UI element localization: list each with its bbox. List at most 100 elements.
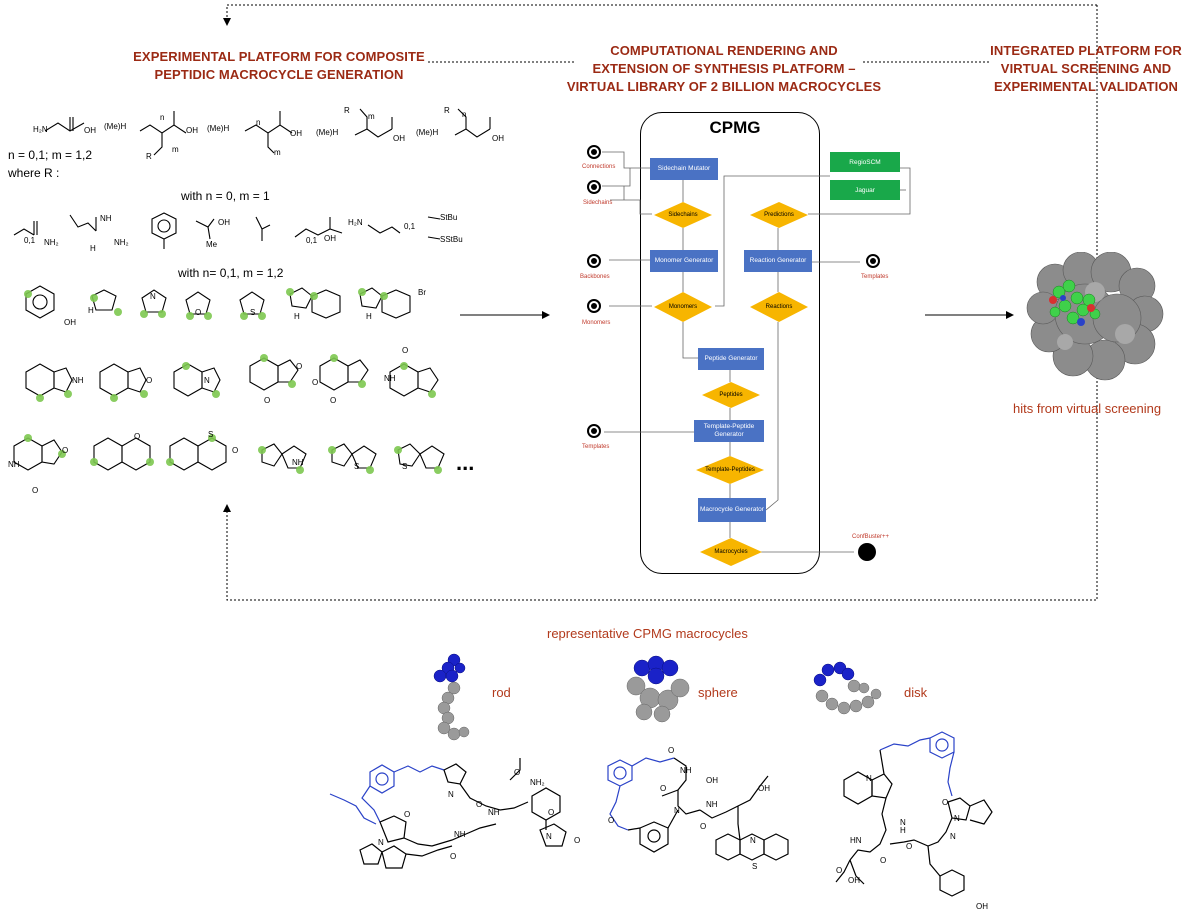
backbones-input bbox=[587, 254, 601, 268]
more-ellipsis: ... bbox=[456, 450, 475, 475]
label-r: R bbox=[146, 152, 152, 161]
label-n: N bbox=[900, 818, 906, 827]
label-nh: NH bbox=[454, 830, 466, 839]
label-h2n: H₂N bbox=[348, 218, 363, 227]
backbones-label: Backbones bbox=[580, 274, 610, 280]
monomers-label: Monomers bbox=[582, 320, 611, 326]
disk-conformer-image bbox=[813, 661, 882, 715]
macrocycle-generator-node: Macrocycle Generator bbox=[698, 498, 766, 522]
label-m: m bbox=[172, 145, 179, 154]
label-sub01: 0,1 bbox=[24, 236, 36, 245]
label-h: H bbox=[294, 312, 300, 321]
jaguar-node: Jaguar bbox=[830, 180, 900, 200]
macrocycles-node-label: Macrocycles bbox=[714, 549, 748, 555]
label-n: n bbox=[160, 113, 165, 122]
rod-conformer-image bbox=[433, 653, 470, 741]
cpmg-container bbox=[640, 112, 820, 574]
label-meh: (Me)H bbox=[416, 128, 439, 137]
template-peptides-node-label: Template-Peptides bbox=[705, 467, 755, 473]
label-m: m bbox=[274, 148, 281, 157]
label-nh: NH bbox=[8, 460, 20, 469]
label-oh: OH bbox=[706, 776, 718, 785]
label-n: N bbox=[378, 838, 384, 847]
protein-surface-image bbox=[1026, 252, 1164, 381]
label-oh: OH bbox=[393, 134, 405, 143]
header-experimental-platform: EXPERIMENTAL PLATFORM FOR COMPOSITE PEPT… bbox=[118, 48, 440, 84]
label-o: O bbox=[296, 362, 303, 371]
nm-condition: n = 0,1; m = 1,2 bbox=[8, 148, 93, 162]
label-nh: NH bbox=[680, 766, 692, 775]
label-s: S bbox=[354, 462, 360, 471]
label-nh: NH bbox=[100, 214, 112, 223]
label-m: m bbox=[368, 112, 375, 121]
label-nh2: NH₂ bbox=[114, 238, 129, 247]
attachment-highlights bbox=[24, 288, 442, 474]
label-oh: OH bbox=[64, 318, 76, 327]
sidechains-node-label: Sidechains bbox=[668, 212, 698, 218]
rod-macrocycle-structure bbox=[329, 758, 567, 869]
label-o: O bbox=[134, 432, 141, 441]
label-n: N bbox=[546, 832, 552, 841]
with-condition-2: with n= 0,1, m = 1,2 bbox=[178, 266, 284, 280]
label-nh: H bbox=[88, 306, 94, 315]
reactions-node: Reactions bbox=[750, 292, 808, 322]
label-oh: OH bbox=[84, 126, 96, 135]
label-br: Br bbox=[418, 288, 426, 297]
label-o: O bbox=[195, 308, 202, 317]
label-sstbu: SStBu bbox=[440, 235, 463, 244]
label-h: H bbox=[90, 244, 96, 253]
sphere-conformer-image bbox=[626, 655, 690, 723]
header-line: COMPUTATIONAL RENDERING AND bbox=[610, 43, 838, 58]
label-ho: OH bbox=[976, 902, 988, 911]
label-s: S bbox=[402, 462, 408, 471]
label-s: S bbox=[208, 430, 214, 439]
label-nh: NH bbox=[488, 808, 500, 817]
templates-label-right: Templates bbox=[861, 274, 889, 280]
template-peptides-node: Template-Peptides bbox=[696, 456, 764, 484]
monomers-input bbox=[587, 299, 601, 313]
macrocycles-caption: representative CPMG macrocycles bbox=[547, 626, 748, 641]
monomers-node-label: Monomers bbox=[668, 304, 698, 310]
sidechains-input bbox=[587, 180, 601, 194]
label-n: N bbox=[150, 292, 156, 301]
label-stbu: StBu bbox=[440, 213, 458, 222]
with-condition-1: with n = 0, m = 1 bbox=[181, 189, 270, 203]
header-integrated-platform: INTEGRATED PLATFORM FOR VIRTUAL SCREENIN… bbox=[988, 42, 1182, 96]
screening-caption: hits from virtual screening bbox=[1013, 401, 1162, 416]
cpmg-title: CPMG bbox=[709, 118, 761, 137]
shape-label-rod: rod bbox=[492, 685, 511, 700]
where-r: where R : bbox=[8, 166, 60, 180]
shape-label-disk: disk bbox=[904, 685, 928, 700]
label-o: O bbox=[548, 808, 555, 817]
sphere-macrocycle-structure bbox=[607, 757, 789, 861]
label-hn: HN bbox=[850, 836, 862, 845]
label-o: O bbox=[942, 798, 949, 807]
header-line: EXPERIMENTAL VALIDATION bbox=[993, 79, 1179, 94]
backbone-structures bbox=[44, 108, 491, 156]
label-n: N bbox=[674, 806, 680, 815]
label-nh2: NH₂ bbox=[44, 238, 59, 247]
label-n: N bbox=[866, 774, 872, 783]
header-line: EXTENSION OF SYNTHESIS PLATFORM – bbox=[592, 61, 856, 76]
templates-label-left: Templates bbox=[582, 444, 610, 450]
label-nh: NH bbox=[292, 458, 304, 467]
connections-label: Connections bbox=[582, 164, 616, 170]
label-o: O bbox=[880, 856, 887, 865]
label-oh: OH bbox=[290, 129, 302, 138]
label-o: O bbox=[232, 446, 239, 455]
regioscm-node: RegioSCM bbox=[830, 152, 900, 172]
label-oh: OH bbox=[186, 126, 198, 135]
label-me: Me bbox=[206, 240, 218, 249]
reaction-generator-node: Reaction Generator bbox=[744, 250, 812, 272]
label-meh: (Me)H bbox=[316, 128, 339, 137]
label-n: N bbox=[950, 832, 956, 841]
sidechains-label: Sidechains bbox=[583, 200, 613, 206]
label-oh: OH bbox=[758, 784, 770, 793]
header-line: PEPTIDIC MACROCYCLE GENERATION bbox=[154, 67, 404, 82]
label-o: O bbox=[514, 768, 521, 777]
label-oh: OH bbox=[324, 234, 336, 243]
label-o: O bbox=[404, 810, 411, 819]
label-o: O bbox=[608, 816, 615, 825]
label-o: O bbox=[330, 396, 337, 405]
